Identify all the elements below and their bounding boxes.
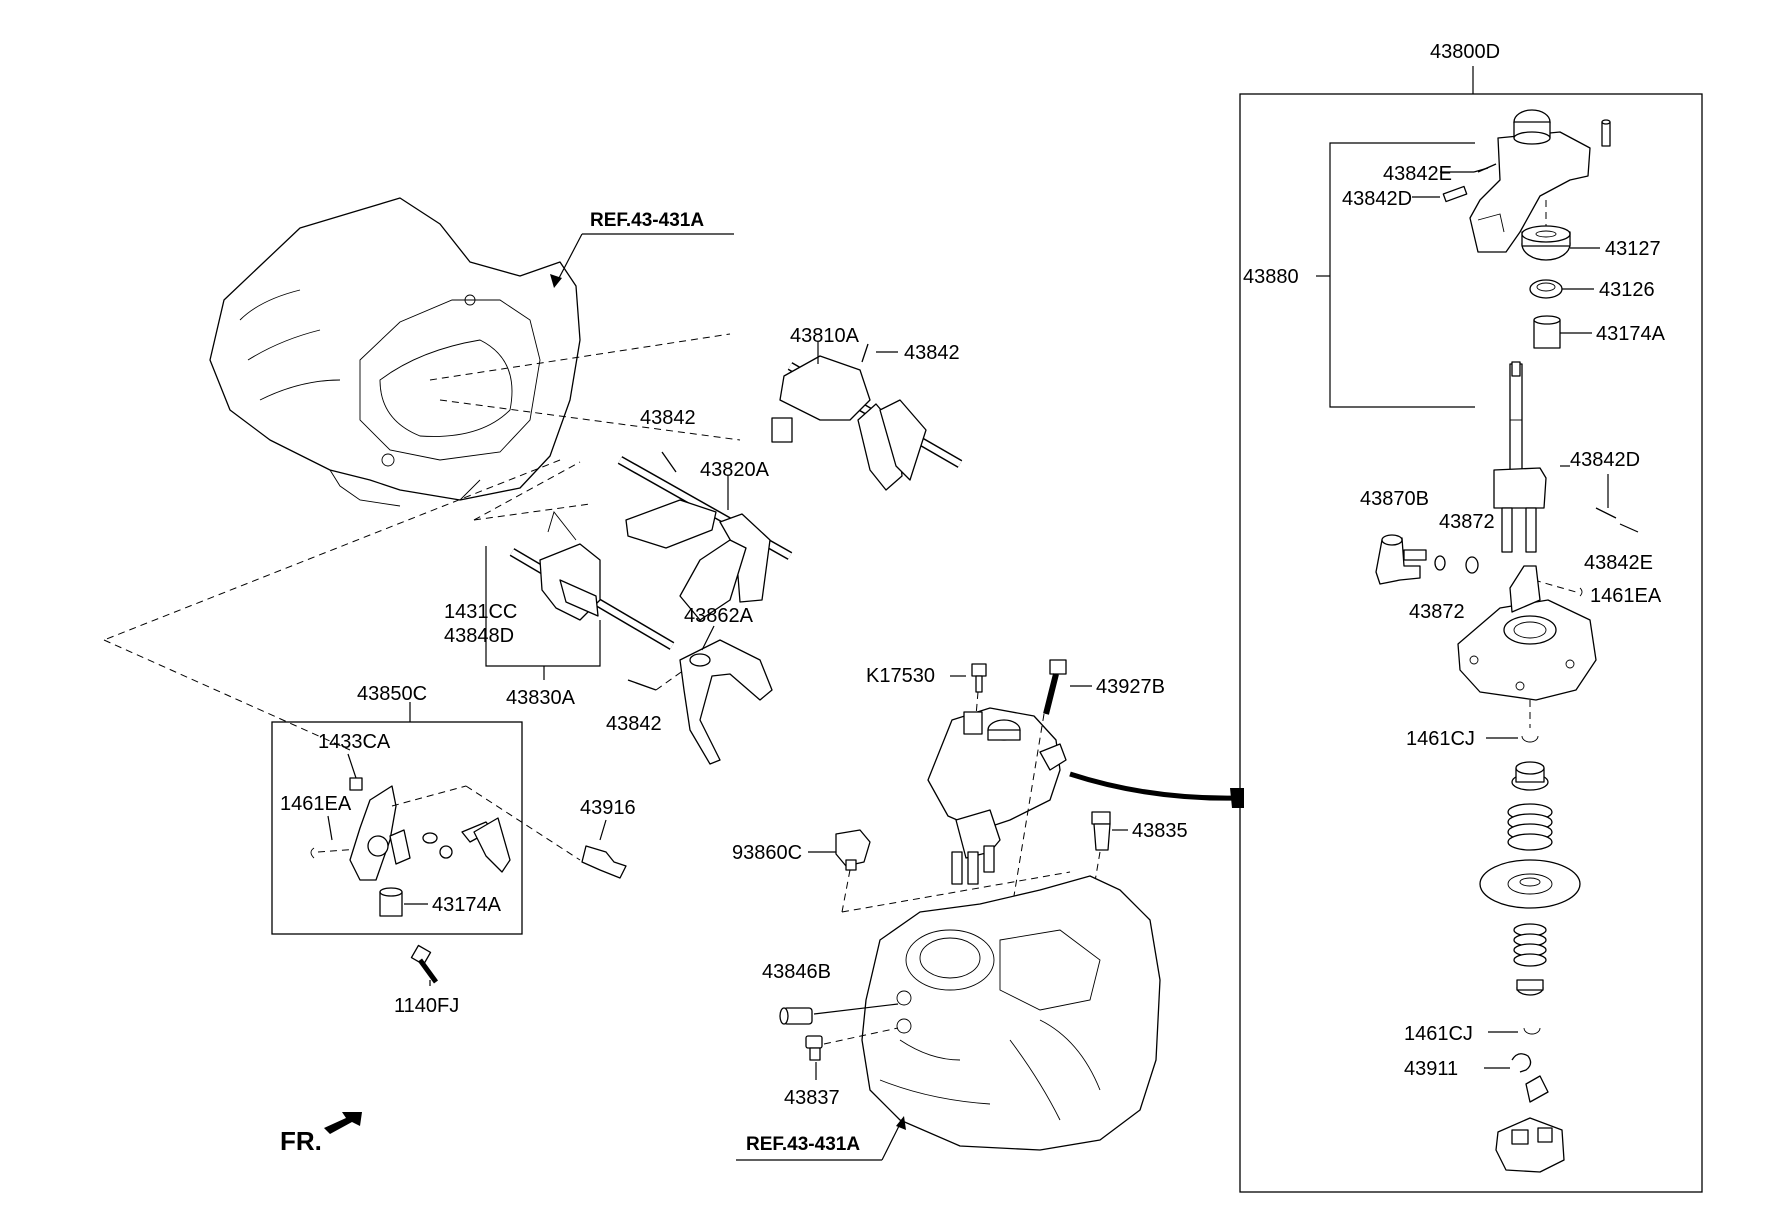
ref-label-top: REF.43-431A [590,210,704,231]
label-43872-b: 43872 [1409,601,1465,623]
label-1431CC: 1431CC [444,601,517,623]
assembly-43800D-frame [1239,93,1703,1193]
assembly-43850C: 43850C 1433CA 1461EA 43174A [271,683,581,935]
label-43862A: 43862A [684,605,754,627]
shift-fork-43862A [679,639,773,765]
label-43846B: 43846B [762,961,831,983]
label-43842E-mid: 43842E [1584,552,1653,574]
ref-label-bottom: REF.43-431A [746,1134,860,1155]
bolt-1140FJ [410,944,439,984]
fork-rod-43810A [771,355,963,491]
label-43126: 43126 [1599,279,1655,301]
transmission-case-lower [861,875,1161,1151]
label-1461CJ-b: 1461CJ [1404,1023,1473,1045]
label-43830A: 43830A [506,687,576,709]
assembly-43850C-frame [271,721,523,935]
label-43850C: 43850C [357,683,427,705]
label-1461EA-left: 1461EA [280,793,352,815]
shift-mechanism-center [927,707,1067,885]
fork-rod-43830A [509,511,675,650]
ref-arrow-top [550,274,562,288]
spring-lower-part [1513,923,1547,967]
label-43837: 43837 [784,1087,840,1109]
connector-stroke [1069,771,1241,801]
bolt-43927B [1043,659,1067,715]
label-43911: 43911 [1404,1058,1458,1080]
label-43916: 43916 [580,797,636,819]
control-shaft-part [1493,361,1547,553]
label-43848D: 43848D [444,625,514,647]
label-43872-a: 43872 [1439,511,1495,533]
spring-upper-part [1507,803,1553,851]
front-direction-arrow [324,1112,362,1134]
label-43800D: 43800D [1430,41,1500,63]
front-direction-label: FR. [280,1126,322,1156]
label-43842E-top: 43842E [1383,163,1452,185]
label-43842-a: 43842 [904,342,960,364]
label-1433CA: 1433CA [318,731,391,753]
label-43842-b: 43842 [640,407,696,429]
transmission-case-upper [209,197,581,507]
label-1461EA-right: 1461EA [1590,585,1662,607]
label-43880: 43880 [1243,266,1299,288]
plug-43837 [805,1035,823,1061]
label-43127: 43127 [1605,238,1661,260]
plug-43835 [1091,811,1111,851]
sensor-43916 [581,845,627,879]
label-43174A-top: 43174A [1596,323,1666,345]
label-43835: 43835 [1132,820,1188,842]
label-43842D-mid: 43842D [1570,449,1640,471]
fork-rod-43820A [617,456,793,621]
label-1461CJ-a: 1461CJ [1406,728,1475,750]
label-43820A: 43820A [700,459,770,481]
switch-93860C [835,829,871,871]
shift-housing-part [1457,565,1597,701]
label-43842-c: 43842 [606,713,662,735]
assembly-43800D: 43800D 43880 43842E 43842D 43127 [1239,41,1703,1193]
label-43927B: 43927B [1096,676,1165,698]
label-43870B: 43870B [1360,488,1429,510]
label-43842D-top: 43842D [1342,188,1412,210]
pin-K17530 [971,663,987,693]
label-1140FJ: 1140FJ [394,995,459,1017]
label-93860C: 93860C [732,842,802,864]
label-43810A: 43810A [790,325,860,347]
plug-43846B [779,1007,813,1025]
label-K17530: K17530 [866,665,935,687]
select-lever-part [1469,109,1611,253]
label-43174A-left: 43174A [432,894,502,916]
